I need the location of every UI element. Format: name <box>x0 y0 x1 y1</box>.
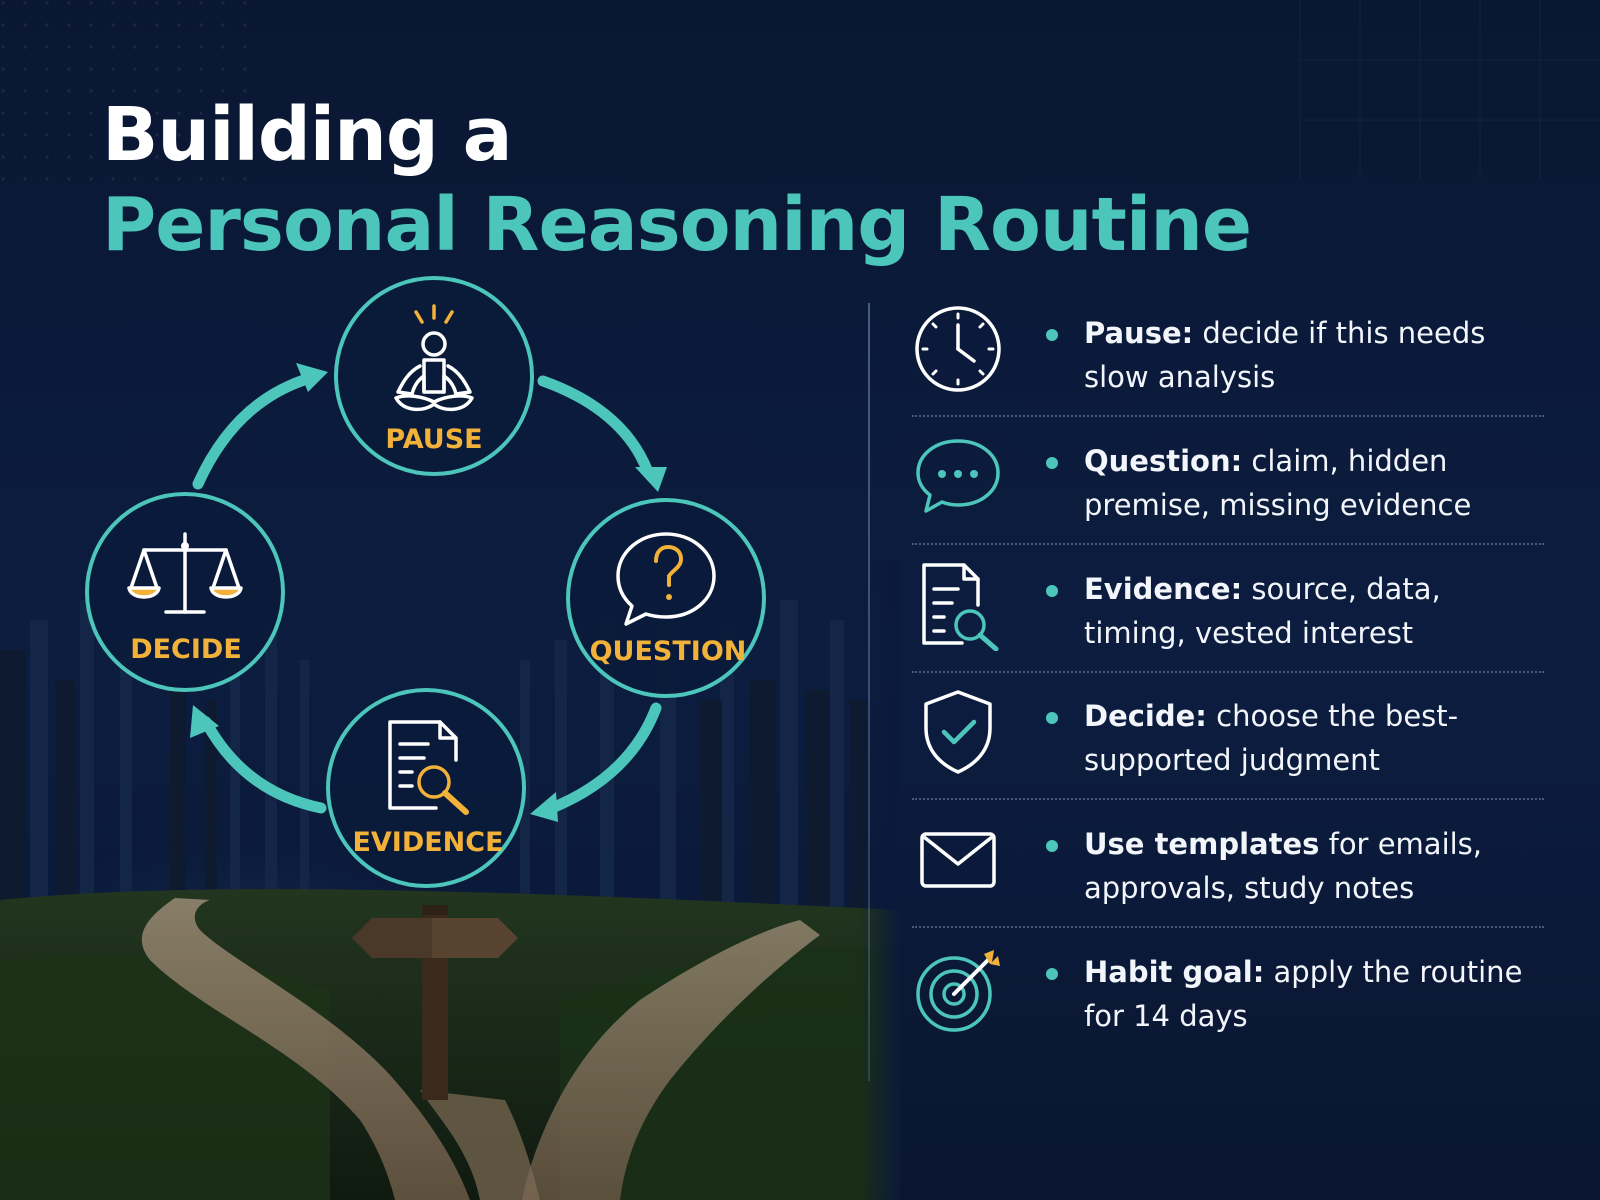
step-row-habit-goal: Habit goal: apply the routine for 14 day… <box>912 942 1544 1070</box>
bullet-dot <box>1046 329 1058 341</box>
step-keyword: Evidence: <box>1084 572 1243 606</box>
arrowhead-evidence-to-decide <box>190 705 219 738</box>
step-row-decide: Decide: choose the best-supported judgme… <box>912 686 1544 814</box>
step-detail: choose the best-supported judgment <box>1084 699 1459 777</box>
meditating-person-icon <box>394 304 474 412</box>
step-keyword: Use templates <box>1084 827 1320 861</box>
step-detail: claim, hidden premise, missing evidence <box>1084 444 1472 522</box>
step-row-question: Question: claim, hidden premise, missing… <box>912 431 1544 559</box>
bullet-dot <box>1046 585 1058 597</box>
arrow-pause-to-question <box>537 375 654 478</box>
arrowhead-decide-to-pause <box>296 363 328 392</box>
cycle-node-question-label: QUESTION <box>590 636 747 667</box>
step-text: Evidence: source, data, timing, vested i… <box>1084 567 1544 655</box>
cycle-node-question: QUESTION <box>566 498 766 698</box>
envelope-icon <box>920 832 996 888</box>
title-line-1: Building a <box>102 92 513 178</box>
step-keyword: Question: <box>1084 444 1243 478</box>
step-row-pause: Pause: decide if this needs slow analysi… <box>912 303 1544 431</box>
step-keyword: Decide: <box>1084 699 1207 733</box>
document-search-icon <box>922 563 999 651</box>
shield-check-icon <box>924 690 992 774</box>
bullet-dot <box>1046 840 1058 852</box>
step-keyword: Pause: <box>1084 316 1194 350</box>
step-text: Pause: decide if this needs slow analysi… <box>1084 311 1544 399</box>
step-detail: source, data, timing, vested interest <box>1084 572 1441 650</box>
step-detail: decide if this needs slow analysis <box>1084 316 1486 394</box>
target-arrow-icon <box>916 950 1000 1032</box>
document-magnifier-icon <box>388 720 469 815</box>
row-separator <box>912 926 1544 928</box>
cycle-node-decide: DECIDE <box>85 492 285 692</box>
cycle-node-evidence-label: EVIDENCE <box>352 827 503 858</box>
step-detail: apply the routine for 14 days <box>1084 955 1523 1033</box>
step-text: Use templates for emails, approvals, stu… <box>1084 822 1544 910</box>
question-speech-bubble-icon <box>616 532 716 626</box>
step-text: Question: claim, hidden premise, missing… <box>1084 439 1544 527</box>
row-separator <box>912 543 1544 545</box>
title-line-2: Personal Reasoning Routine <box>102 182 1252 268</box>
arrow-decide-to-pause <box>192 374 310 490</box>
step-text: Habit goal: apply the routine for 14 day… <box>1084 950 1544 1038</box>
cycle-node-pause-label: PAUSE <box>385 424 482 455</box>
row-separator <box>912 415 1544 417</box>
step-row-templates: Use templates for emails, approvals, stu… <box>912 814 1544 942</box>
step-text: Decide: choose the best-supported judgme… <box>1084 694 1544 782</box>
bullet-dot <box>1046 712 1058 724</box>
chat-bubble-icon <box>916 439 1000 513</box>
step-detail: for emails, approvals, study notes <box>1084 827 1483 905</box>
balance-scale-icon <box>127 532 243 614</box>
row-separator <box>912 798 1544 800</box>
step-keyword: Habit goal: <box>1084 955 1265 989</box>
arrowhead-question-to-evidence <box>530 792 558 822</box>
column-divider <box>868 303 870 1081</box>
bullet-dot <box>1046 968 1058 980</box>
cycle-node-pause: PAUSE <box>334 276 534 476</box>
bullet-dot <box>1046 457 1058 469</box>
clock-icon <box>915 306 1001 392</box>
row-separator <box>912 671 1544 673</box>
arrow-evidence-to-decide <box>200 716 327 814</box>
arrowhead-pause-to-question <box>635 467 667 492</box>
cycle-node-evidence: EVIDENCE <box>326 688 526 888</box>
arrow-question-to-evidence <box>546 702 662 814</box>
step-row-evidence: Evidence: source, data, timing, vested i… <box>912 559 1544 687</box>
cycle-node-decide-label: DECIDE <box>130 634 242 665</box>
